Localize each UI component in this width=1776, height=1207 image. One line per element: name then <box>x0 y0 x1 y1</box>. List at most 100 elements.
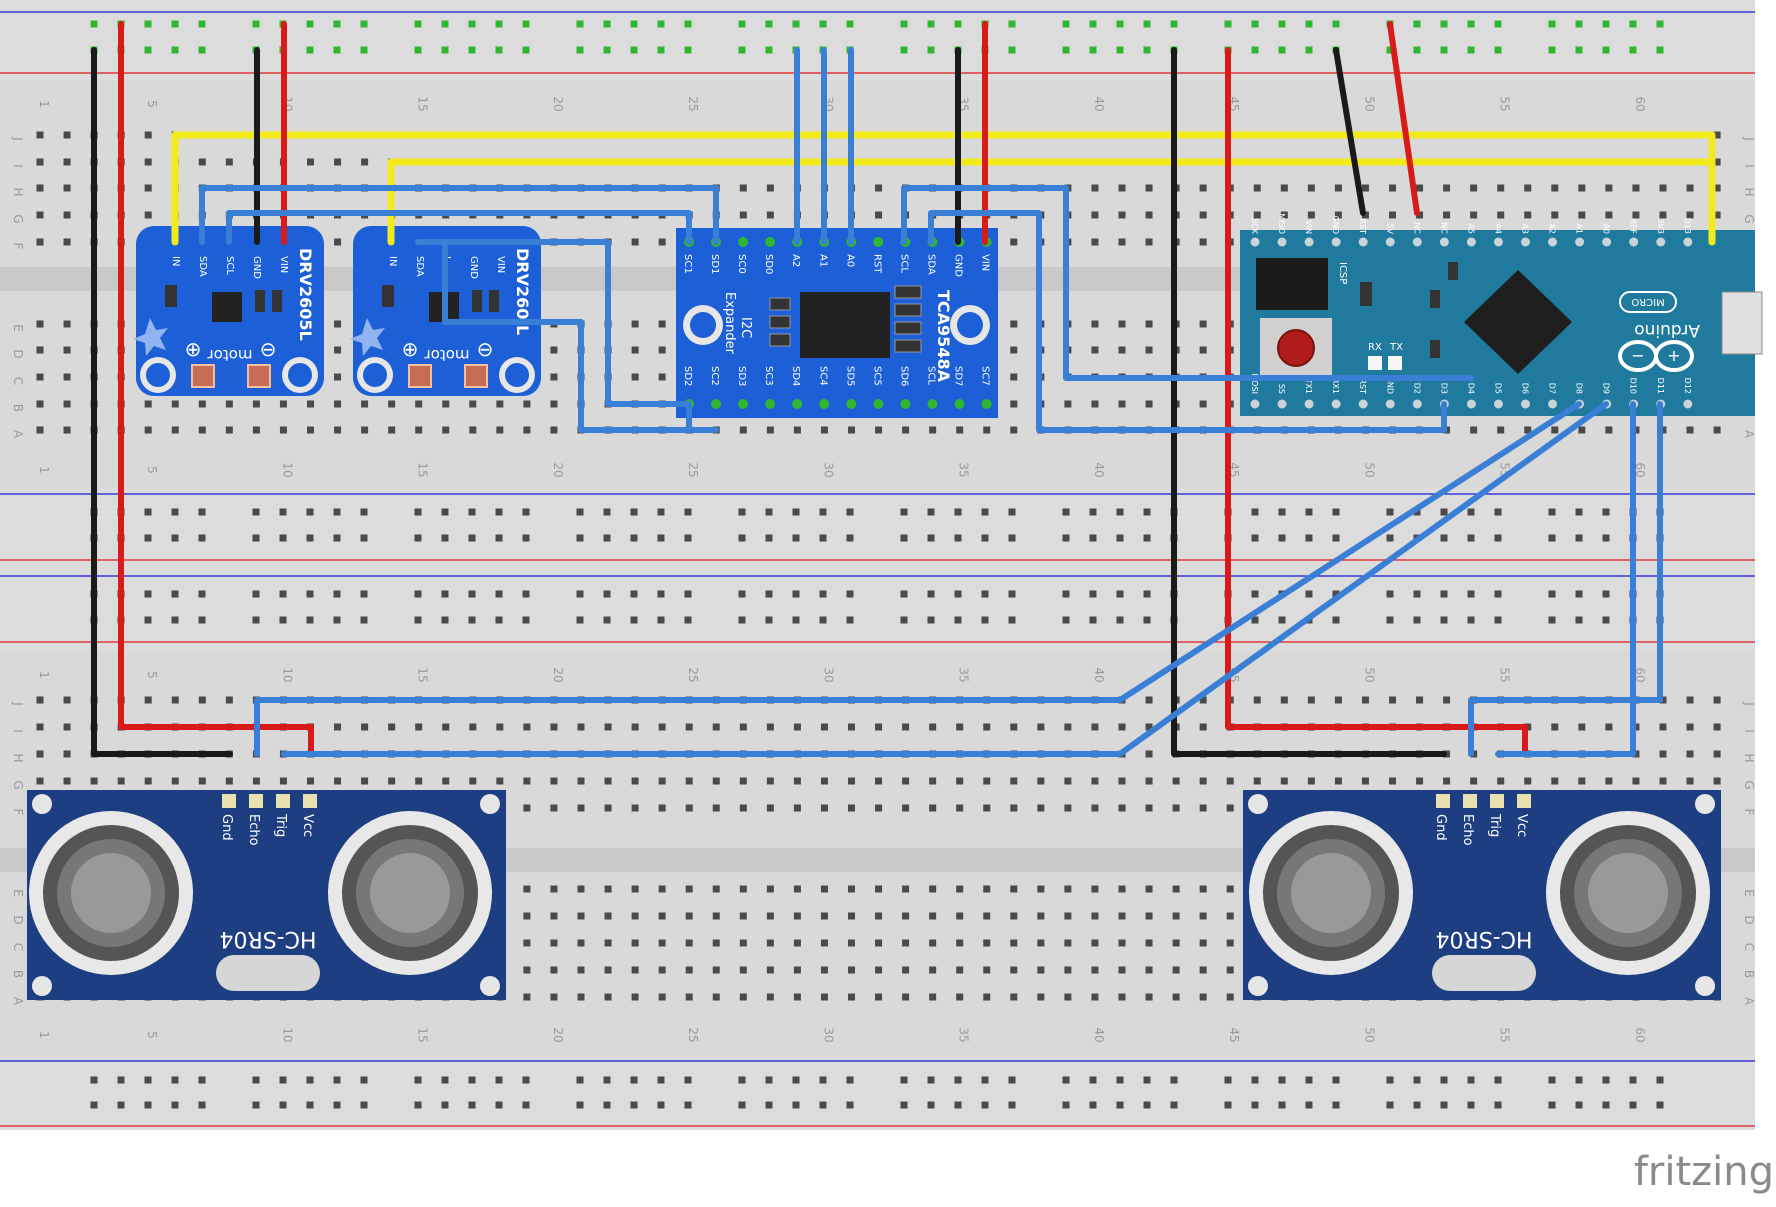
breadboard-hole[interactable] <box>1578 777 1586 785</box>
breadboard-hole[interactable] <box>766 939 774 947</box>
breadboard-hole[interactable] <box>1494 534 1502 542</box>
breadboard-hole[interactable] <box>1605 184 1613 192</box>
breadboard-hole[interactable] <box>1602 616 1610 624</box>
breadboard-hole[interactable] <box>739 966 747 974</box>
breadboard-hole[interactable] <box>1386 1101 1394 1109</box>
wire-black[interactable] <box>1171 47 1447 757</box>
breadboard-hole[interactable] <box>1199 723 1207 731</box>
wire-blue[interactable] <box>901 185 1474 381</box>
breadboard-hole[interactable] <box>334 320 342 328</box>
breadboard-hole[interactable] <box>684 1076 692 1084</box>
wire-black[interactable] <box>1333 47 1366 216</box>
breadboard-hole[interactable] <box>956 777 964 785</box>
breadboard-hole[interactable] <box>414 534 422 542</box>
breadboard-hole[interactable] <box>685 885 693 893</box>
breadboard-hole[interactable] <box>1145 320 1153 328</box>
breadboard-hole[interactable] <box>1199 993 1207 1001</box>
breadboard-hole[interactable] <box>1091 346 1099 354</box>
breadboard-hole[interactable] <box>90 777 98 785</box>
breadboard-hole[interactable] <box>1199 320 1207 328</box>
breadboard-hole[interactable] <box>468 616 476 624</box>
breadboard-hole[interactable] <box>1170 20 1178 28</box>
breadboard-hole[interactable] <box>550 939 558 947</box>
breadboard-hole[interactable] <box>1089 616 1097 624</box>
breadboard-hole[interactable] <box>1656 1101 1664 1109</box>
breadboard-hole[interactable] <box>144 508 152 516</box>
breadboard-hole[interactable] <box>1145 804 1153 812</box>
breadboard-hole[interactable] <box>1145 993 1153 1001</box>
arduino-pin[interactable] <box>1602 237 1612 247</box>
breadboard-hole[interactable] <box>1172 885 1180 893</box>
breadboard-hole[interactable] <box>1116 1101 1124 1109</box>
breadboard-hole[interactable] <box>1494 20 1502 28</box>
arduino-pin[interactable] <box>1304 237 1314 247</box>
breadboard-hole[interactable] <box>1010 346 1018 354</box>
breadboard-hole[interactable] <box>981 1076 989 1084</box>
breadboard-hole[interactable] <box>1118 885 1126 893</box>
breadboard-hole[interactable] <box>468 46 476 54</box>
breadboard-hole[interactable] <box>1443 211 1451 219</box>
breadboard-hole[interactable] <box>144 696 152 704</box>
breadboard-hole[interactable] <box>1145 400 1153 408</box>
breadboard-hole[interactable] <box>1010 723 1018 731</box>
breadboard-hole[interactable] <box>1551 426 1559 434</box>
breadboard-hole[interactable] <box>954 20 962 28</box>
breadboard-hole[interactable] <box>550 885 558 893</box>
breadboard-hole[interactable] <box>846 1101 854 1109</box>
breadboard-hole[interactable] <box>1091 885 1099 893</box>
breadboard-hole[interactable] <box>577 993 585 1001</box>
breadboard-hole[interactable] <box>1118 912 1126 920</box>
breadboard-hole[interactable] <box>658 804 666 812</box>
breadboard-hole[interactable] <box>902 426 910 434</box>
breadboard-hole[interactable] <box>1253 696 1261 704</box>
breadboard-hole[interactable] <box>631 238 639 246</box>
breadboard-hole[interactable] <box>334 238 342 246</box>
breadboard-hole[interactable] <box>36 373 44 381</box>
breadboard-hole[interactable] <box>658 966 666 974</box>
expander-pin[interactable] <box>927 399 938 409</box>
breadboard-hole[interactable] <box>875 804 883 812</box>
breadboard-hole[interactable] <box>576 1101 584 1109</box>
breadboard-hole[interactable] <box>144 426 152 434</box>
breadboard-hole[interactable] <box>875 912 883 920</box>
breadboard-hole[interactable] <box>603 508 611 516</box>
breadboard-hole[interactable] <box>333 616 341 624</box>
breadboard-hole[interactable] <box>1278 616 1286 624</box>
breadboard-hole[interactable] <box>306 1101 314 1109</box>
breadboard-hole[interactable] <box>712 777 720 785</box>
breadboard-hole[interactable] <box>902 777 910 785</box>
breadboard-hole[interactable] <box>1037 804 1045 812</box>
breadboard-hole[interactable] <box>631 885 639 893</box>
breadboard-hole[interactable] <box>1251 20 1259 28</box>
breadboard-hole[interactable] <box>117 1101 125 1109</box>
wire-blue[interactable] <box>226 210 692 245</box>
breadboard-hole[interactable] <box>198 158 206 166</box>
breadboard-hole[interactable] <box>1305 1076 1313 1084</box>
breadboard-hole[interactable] <box>1713 696 1721 704</box>
breadboard-hole[interactable] <box>334 346 342 354</box>
breadboard-hole[interactable] <box>1010 426 1018 434</box>
breadboard-hole[interactable] <box>875 723 883 731</box>
breadboard-hole[interactable] <box>576 590 584 598</box>
breadboard-hole[interactable] <box>523 426 531 434</box>
breadboard-hole[interactable] <box>1389 777 1396 785</box>
breadboard-hole[interactable] <box>414 1076 422 1084</box>
wire-blue[interactable] <box>415 239 692 433</box>
breadboard-hole[interactable] <box>738 1101 746 1109</box>
expander-pin[interactable] <box>738 399 749 409</box>
breadboard-hole[interactable] <box>1199 184 1207 192</box>
breadboard-hole[interactable] <box>63 238 71 246</box>
breadboard-hole[interactable] <box>279 534 287 542</box>
breadboard-hole[interactable] <box>1199 912 1207 920</box>
breadboard-hole[interactable] <box>1548 1101 1556 1109</box>
breadboard-hole[interactable] <box>1578 184 1586 192</box>
breadboard-hole[interactable] <box>333 508 341 516</box>
breadboard-hole[interactable] <box>1037 777 1045 785</box>
breadboard-hole[interactable] <box>1089 1076 1097 1084</box>
breadboard-hole[interactable] <box>929 723 937 731</box>
breadboard-hole[interactable] <box>414 616 422 624</box>
breadboard-hole[interactable] <box>875 777 883 785</box>
breadboard-hole[interactable] <box>522 508 530 516</box>
breadboard-hole[interactable] <box>684 616 692 624</box>
breadboard-hole[interactable] <box>523 912 531 920</box>
